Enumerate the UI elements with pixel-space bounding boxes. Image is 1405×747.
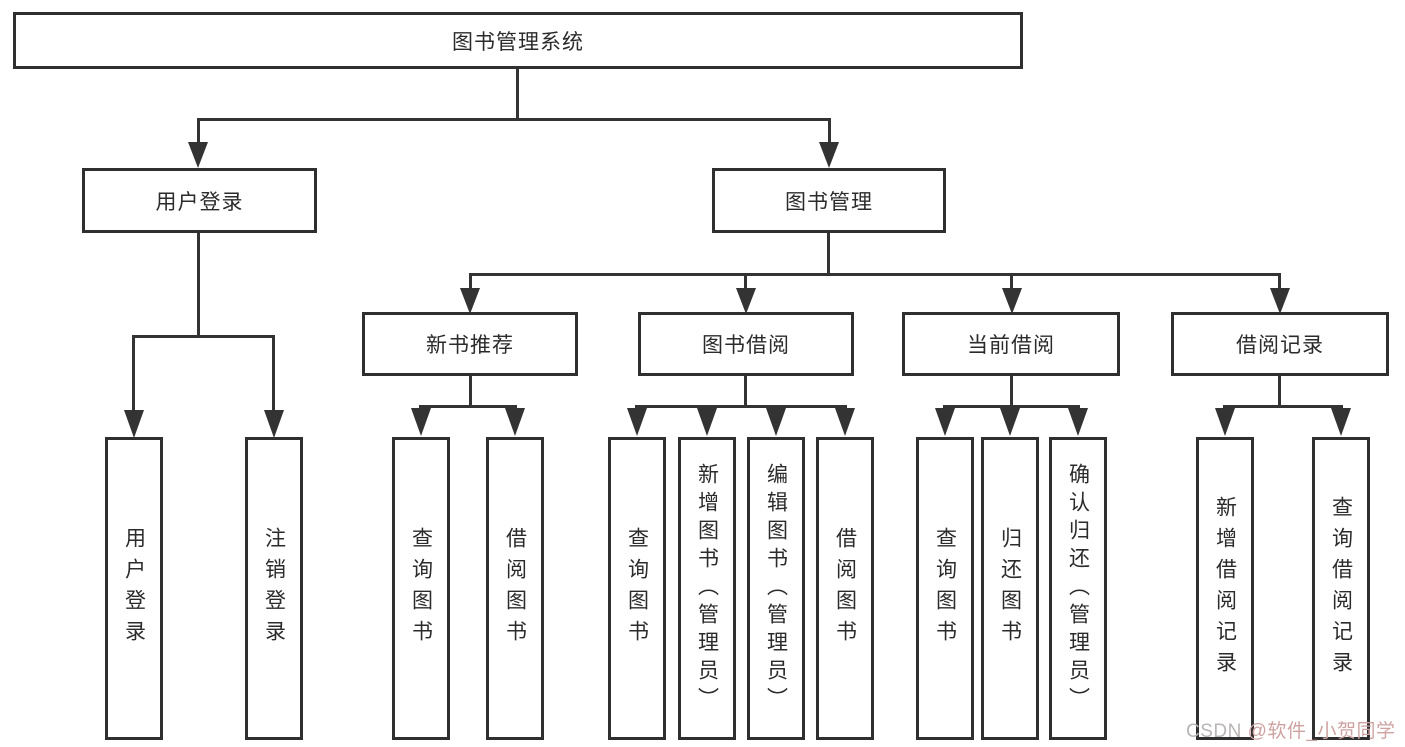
- connector-new-book-recommend-branch: [419, 405, 517, 408]
- node-user-login: 用户登录: [82, 168, 317, 233]
- leaf-br-add-record-label: 新增借阅记录: [1213, 495, 1237, 682]
- node-new-book-recommend-label: 新书推荐: [426, 334, 514, 357]
- connector-book-management-stem: [827, 233, 830, 276]
- connector-borrow-records-stem: [1278, 376, 1281, 408]
- leaf-bb-edit-book: 编辑图书（管理员）: [747, 437, 805, 740]
- node-system-root-label: 图书管理系统: [452, 30, 584, 54]
- connector-user-login-stem: [197, 233, 200, 338]
- node-book-management: 图书管理: [712, 168, 946, 233]
- leaf-cb-return-book-label: 归还图书: [998, 526, 1022, 651]
- connector-current-borrow-stem: [1010, 376, 1013, 408]
- leaf-bb-add-book: 新增图书（管理员）: [678, 437, 736, 740]
- leaf-logout: 注销登录: [245, 437, 303, 740]
- leaf-cb-query-book: 查询图书: [916, 437, 974, 740]
- leaf-br-add-record: 新增借阅记录: [1196, 437, 1254, 740]
- connector-to-logout-stub: [272, 335, 275, 412]
- node-book-borrow: 图书借阅: [638, 312, 854, 376]
- connector-to-login-stub: [132, 335, 135, 412]
- connector-new-book-recommend-stem: [469, 376, 472, 408]
- connector-user-login-branch: [132, 335, 275, 338]
- node-book-management-label: 图书管理: [785, 190, 873, 214]
- connector-borrow-records-branch: [1223, 405, 1343, 408]
- leaf-bb-query-book: 查询图书: [608, 437, 666, 740]
- leaf-bb-edit-book-label: 编辑图书（管理员）: [764, 462, 788, 715]
- leaf-cb-confirm-return-label: 确认归还（管理员）: [1066, 462, 1090, 715]
- connector-to-book-management-stub: [828, 118, 831, 145]
- arrow-down-icon: [411, 408, 431, 436]
- arrow-down-icon: [736, 288, 756, 314]
- arrow-down-icon: [1002, 288, 1022, 314]
- arrow-down-icon: [1000, 408, 1020, 436]
- arrow-down-icon: [1068, 408, 1088, 436]
- leaf-login-label: 用户登录: [122, 526, 146, 651]
- arrow-down-icon: [1270, 288, 1290, 314]
- arrow-down-icon: [697, 408, 717, 436]
- leaf-nb-query-book: 查询图书: [392, 437, 450, 740]
- arrow-down-icon: [627, 408, 647, 436]
- node-current-borrow: 当前借阅: [902, 312, 1120, 376]
- connector-to-book-borrow-stub: [744, 273, 747, 290]
- leaf-cb-confirm-return: 确认归还（管理员）: [1049, 437, 1107, 740]
- csdn-watermark-user: @软件_小贺同学: [1247, 721, 1396, 742]
- node-new-book-recommend: 新书推荐: [362, 312, 578, 376]
- leaf-nb-borrow-book: 借阅图书: [486, 437, 544, 740]
- connector-book-borrow-stem: [744, 376, 747, 408]
- node-book-borrow-label: 图书借阅: [702, 334, 790, 357]
- connector-to-user-login-stub: [197, 118, 200, 145]
- leaf-br-query-record: 查询借阅记录: [1312, 437, 1370, 740]
- connector-to-borrow-records-stub: [1278, 273, 1281, 290]
- leaf-bb-query-book-label: 查询图书: [625, 526, 649, 651]
- leaf-bb-borrow-book: 借阅图书: [816, 437, 874, 740]
- leaf-nb-borrow-book-label: 借阅图书: [503, 526, 527, 651]
- arrow-down-icon: [188, 142, 208, 168]
- connector-book-borrow-branch: [635, 405, 847, 408]
- leaf-cb-return-book: 归还图书: [981, 437, 1039, 740]
- leaf-bb-add-book-label: 新增图书（管理员）: [695, 462, 719, 715]
- node-current-borrow-label: 当前借阅: [967, 334, 1055, 357]
- arrow-down-icon: [935, 408, 955, 436]
- leaf-cb-query-book-label: 查询图书: [933, 526, 957, 651]
- leaf-login: 用户登录: [105, 437, 163, 740]
- leaf-logout-label: 注销登录: [262, 526, 286, 651]
- arrow-down-icon: [264, 410, 284, 438]
- csdn-watermark: CSDN @软件_小贺同学: [1186, 716, 1395, 743]
- leaf-bb-borrow-book-label: 借阅图书: [833, 526, 857, 651]
- node-system-root: 图书管理系统: [13, 12, 1023, 69]
- connector-book-management-branch: [469, 273, 1281, 276]
- connector-root-stem: [516, 69, 519, 121]
- arrow-down-icon: [124, 410, 144, 438]
- connector-root-branch: [197, 118, 831, 121]
- leaf-nb-query-book-label: 查询图书: [409, 526, 433, 651]
- csdn-watermark-prefix: CSDN: [1186, 721, 1248, 742]
- leaf-br-query-record-label: 查询借阅记录: [1329, 495, 1353, 682]
- arrow-down-icon: [505, 408, 525, 436]
- arrow-down-icon: [1215, 408, 1235, 436]
- arrow-down-icon: [835, 408, 855, 436]
- node-borrow-records-label: 借阅记录: [1236, 334, 1324, 357]
- connector-to-new-book-recommend-stub: [469, 273, 472, 290]
- arrow-down-icon: [460, 288, 480, 314]
- node-borrow-records: 借阅记录: [1171, 312, 1389, 376]
- arrow-down-icon: [819, 142, 839, 168]
- node-user-login-label: 用户登录: [155, 190, 244, 214]
- connector-current-borrow-branch: [943, 405, 1080, 408]
- connector-to-current-borrow-stub: [1010, 273, 1013, 290]
- arrow-down-icon: [1331, 408, 1351, 436]
- arrow-down-icon: [766, 408, 786, 436]
